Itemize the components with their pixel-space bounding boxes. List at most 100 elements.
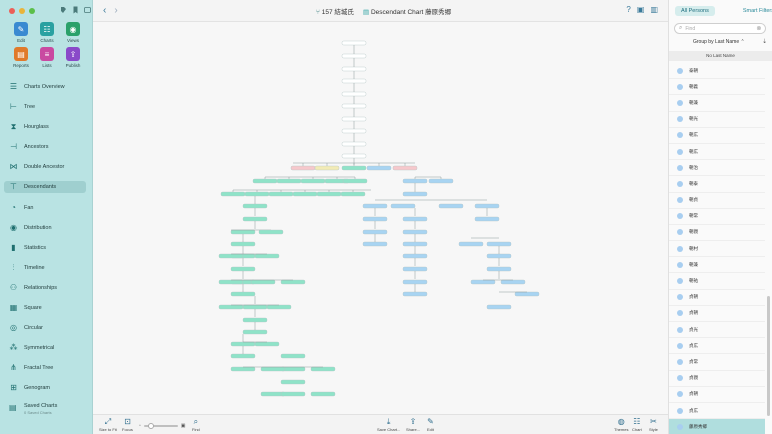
person-box[interactable] bbox=[402, 291, 428, 297]
person-box[interactable] bbox=[341, 116, 367, 122]
person-row[interactable]: 朝常 bbox=[669, 209, 765, 225]
person-row[interactable]: 朝広 bbox=[669, 128, 765, 144]
sidebar-item-double-ancestor[interactable]: ⋈ Double Ancestor bbox=[9, 162, 65, 172]
tag-icon[interactable] bbox=[60, 6, 67, 14]
sidebar-item-square[interactable]: ▦ Square bbox=[9, 303, 42, 313]
sort-icon[interactable]: ⇣ bbox=[762, 39, 768, 45]
zoom-in-icon[interactable]: ▣ bbox=[180, 423, 186, 429]
person-box[interactable] bbox=[250, 279, 276, 285]
person-box[interactable] bbox=[290, 165, 316, 171]
person-box[interactable] bbox=[341, 103, 367, 109]
zoom-slider[interactable] bbox=[143, 422, 178, 429]
person-box[interactable] bbox=[402, 178, 428, 184]
person-box[interactable] bbox=[242, 329, 268, 335]
person-box[interactable] bbox=[242, 304, 268, 310]
help-icon[interactable]: ? bbox=[626, 5, 631, 14]
person-row[interactable]: 貞朝 bbox=[669, 387, 765, 403]
person-box[interactable] bbox=[314, 165, 340, 171]
forward-arrow-icon[interactable]: › bbox=[114, 5, 118, 16]
media-icon[interactable] bbox=[84, 6, 91, 14]
person-box[interactable] bbox=[341, 91, 367, 97]
save-chart-button[interactable]: ⤓ Save Chart... bbox=[377, 417, 401, 432]
sidebar-item-circular[interactable]: ◎ Circular bbox=[10, 323, 43, 333]
person-row[interactable]: 朝祐 bbox=[669, 273, 765, 290]
chart-button[interactable]: ☷ Chart bbox=[632, 417, 642, 432]
person-row[interactable]: 貞朝 bbox=[669, 306, 765, 322]
person-box[interactable] bbox=[218, 253, 244, 259]
minimize-window-button[interactable] bbox=[19, 8, 25, 14]
sidebar-toggle-icon[interactable]: ▣ bbox=[636, 5, 645, 14]
person-box[interactable] bbox=[218, 304, 244, 310]
person-box[interactable] bbox=[486, 241, 512, 247]
person-box[interactable] bbox=[341, 53, 367, 59]
sidebar-item-timeline[interactable]: ⫶ Timeline bbox=[4, 262, 86, 274]
sidebar-item-saved-charts[interactable]: ▤ Saved Charts 0 Saved Charts bbox=[9, 402, 58, 415]
person-box[interactable] bbox=[310, 391, 336, 397]
person-box[interactable] bbox=[500, 279, 526, 285]
person-row[interactable]: 朝広 bbox=[669, 144, 765, 161]
person-row[interactable]: 朝兼 bbox=[669, 95, 765, 112]
person-box[interactable] bbox=[230, 366, 256, 372]
tool-publish-button[interactable]: ⇪ Publish bbox=[60, 47, 86, 68]
share-button[interactable]: ⇪ Share... bbox=[406, 417, 421, 432]
tool-reports-button[interactable]: ▤ Reports bbox=[8, 47, 34, 68]
person-box[interactable] bbox=[428, 178, 454, 184]
person-box[interactable] bbox=[266, 304, 292, 310]
person-row[interactable]: 貞親 bbox=[669, 371, 765, 387]
person-row[interactable]: 朝貞 bbox=[669, 193, 765, 209]
sidebar-item-relationships[interactable]: ⚇ Relationships bbox=[9, 282, 58, 292]
sidebar-item-ancestors[interactable]: ⊣ Ancestors bbox=[10, 142, 49, 152]
person-box[interactable] bbox=[474, 216, 500, 222]
person-row[interactable]: 朝光 bbox=[669, 112, 765, 128]
person-box[interactable] bbox=[362, 203, 388, 209]
person-row[interactable]: 泰朝 bbox=[669, 63, 765, 80]
person-box[interactable] bbox=[254, 341, 280, 347]
person-box[interactable] bbox=[474, 203, 500, 209]
person-box[interactable] bbox=[402, 241, 428, 247]
search-field[interactable]: ⌕ ⊗ bbox=[674, 23, 766, 34]
sidebar-item-statistics[interactable]: ▮ Statistics bbox=[4, 242, 86, 254]
tool-views-button[interactable]: ◉ Views bbox=[60, 22, 86, 43]
person-box[interactable] bbox=[254, 253, 280, 259]
person-box[interactable] bbox=[402, 266, 428, 272]
zoom-slider-knob[interactable] bbox=[147, 422, 154, 429]
person-box[interactable] bbox=[341, 153, 367, 159]
clear-search-icon[interactable]: ⊗ bbox=[756, 26, 762, 32]
person-box[interactable] bbox=[220, 191, 246, 197]
person-row[interactable]: 貞常 bbox=[669, 354, 765, 371]
person-box[interactable] bbox=[341, 40, 367, 46]
person-box[interactable] bbox=[242, 216, 268, 222]
person-box[interactable] bbox=[260, 366, 286, 372]
person-box[interactable] bbox=[341, 165, 367, 171]
tab-all-persons[interactable]: All Persons bbox=[675, 6, 715, 16]
chart-canvas[interactable] bbox=[93, 22, 668, 414]
sidebar-item-charts-overview[interactable]: ☰ Charts Overview bbox=[9, 82, 65, 91]
person-box[interactable] bbox=[292, 191, 318, 197]
person-box[interactable] bbox=[230, 291, 256, 297]
person-box[interactable] bbox=[470, 279, 496, 285]
person-box[interactable] bbox=[280, 353, 306, 359]
person-row[interactable]: 藤原秀郷 bbox=[669, 419, 765, 434]
person-box[interactable] bbox=[341, 128, 367, 134]
group-by-select[interactable]: Group by Last Name ⌃ bbox=[693, 39, 745, 45]
edit-button[interactable]: ✎ Edit bbox=[427, 417, 434, 432]
tool-lists-button[interactable]: ≡ Lists bbox=[34, 47, 60, 68]
sidebar-item-descendants[interactable]: ⊤ Descendants bbox=[4, 181, 86, 194]
person-box[interactable] bbox=[362, 216, 388, 222]
person-box[interactable] bbox=[230, 266, 256, 272]
person-box[interactable] bbox=[438, 203, 464, 209]
person-box[interactable] bbox=[341, 78, 367, 84]
person-box[interactable] bbox=[280, 391, 306, 397]
bookmark-icon[interactable] bbox=[72, 6, 79, 14]
person-box[interactable] bbox=[242, 317, 268, 323]
person-box[interactable] bbox=[486, 253, 512, 259]
person-box[interactable] bbox=[366, 165, 392, 171]
descendant-tree[interactable] bbox=[93, 22, 668, 414]
themes-button[interactable]: ◍ Themes bbox=[614, 417, 629, 432]
person-box[interactable] bbox=[402, 216, 428, 222]
style-button[interactable]: ✂ Style bbox=[649, 417, 658, 432]
person-box[interactable] bbox=[230, 241, 256, 247]
person-box[interactable] bbox=[486, 266, 512, 272]
person-box[interactable] bbox=[218, 279, 244, 285]
person-row[interactable]: 朝兼 bbox=[669, 257, 765, 274]
